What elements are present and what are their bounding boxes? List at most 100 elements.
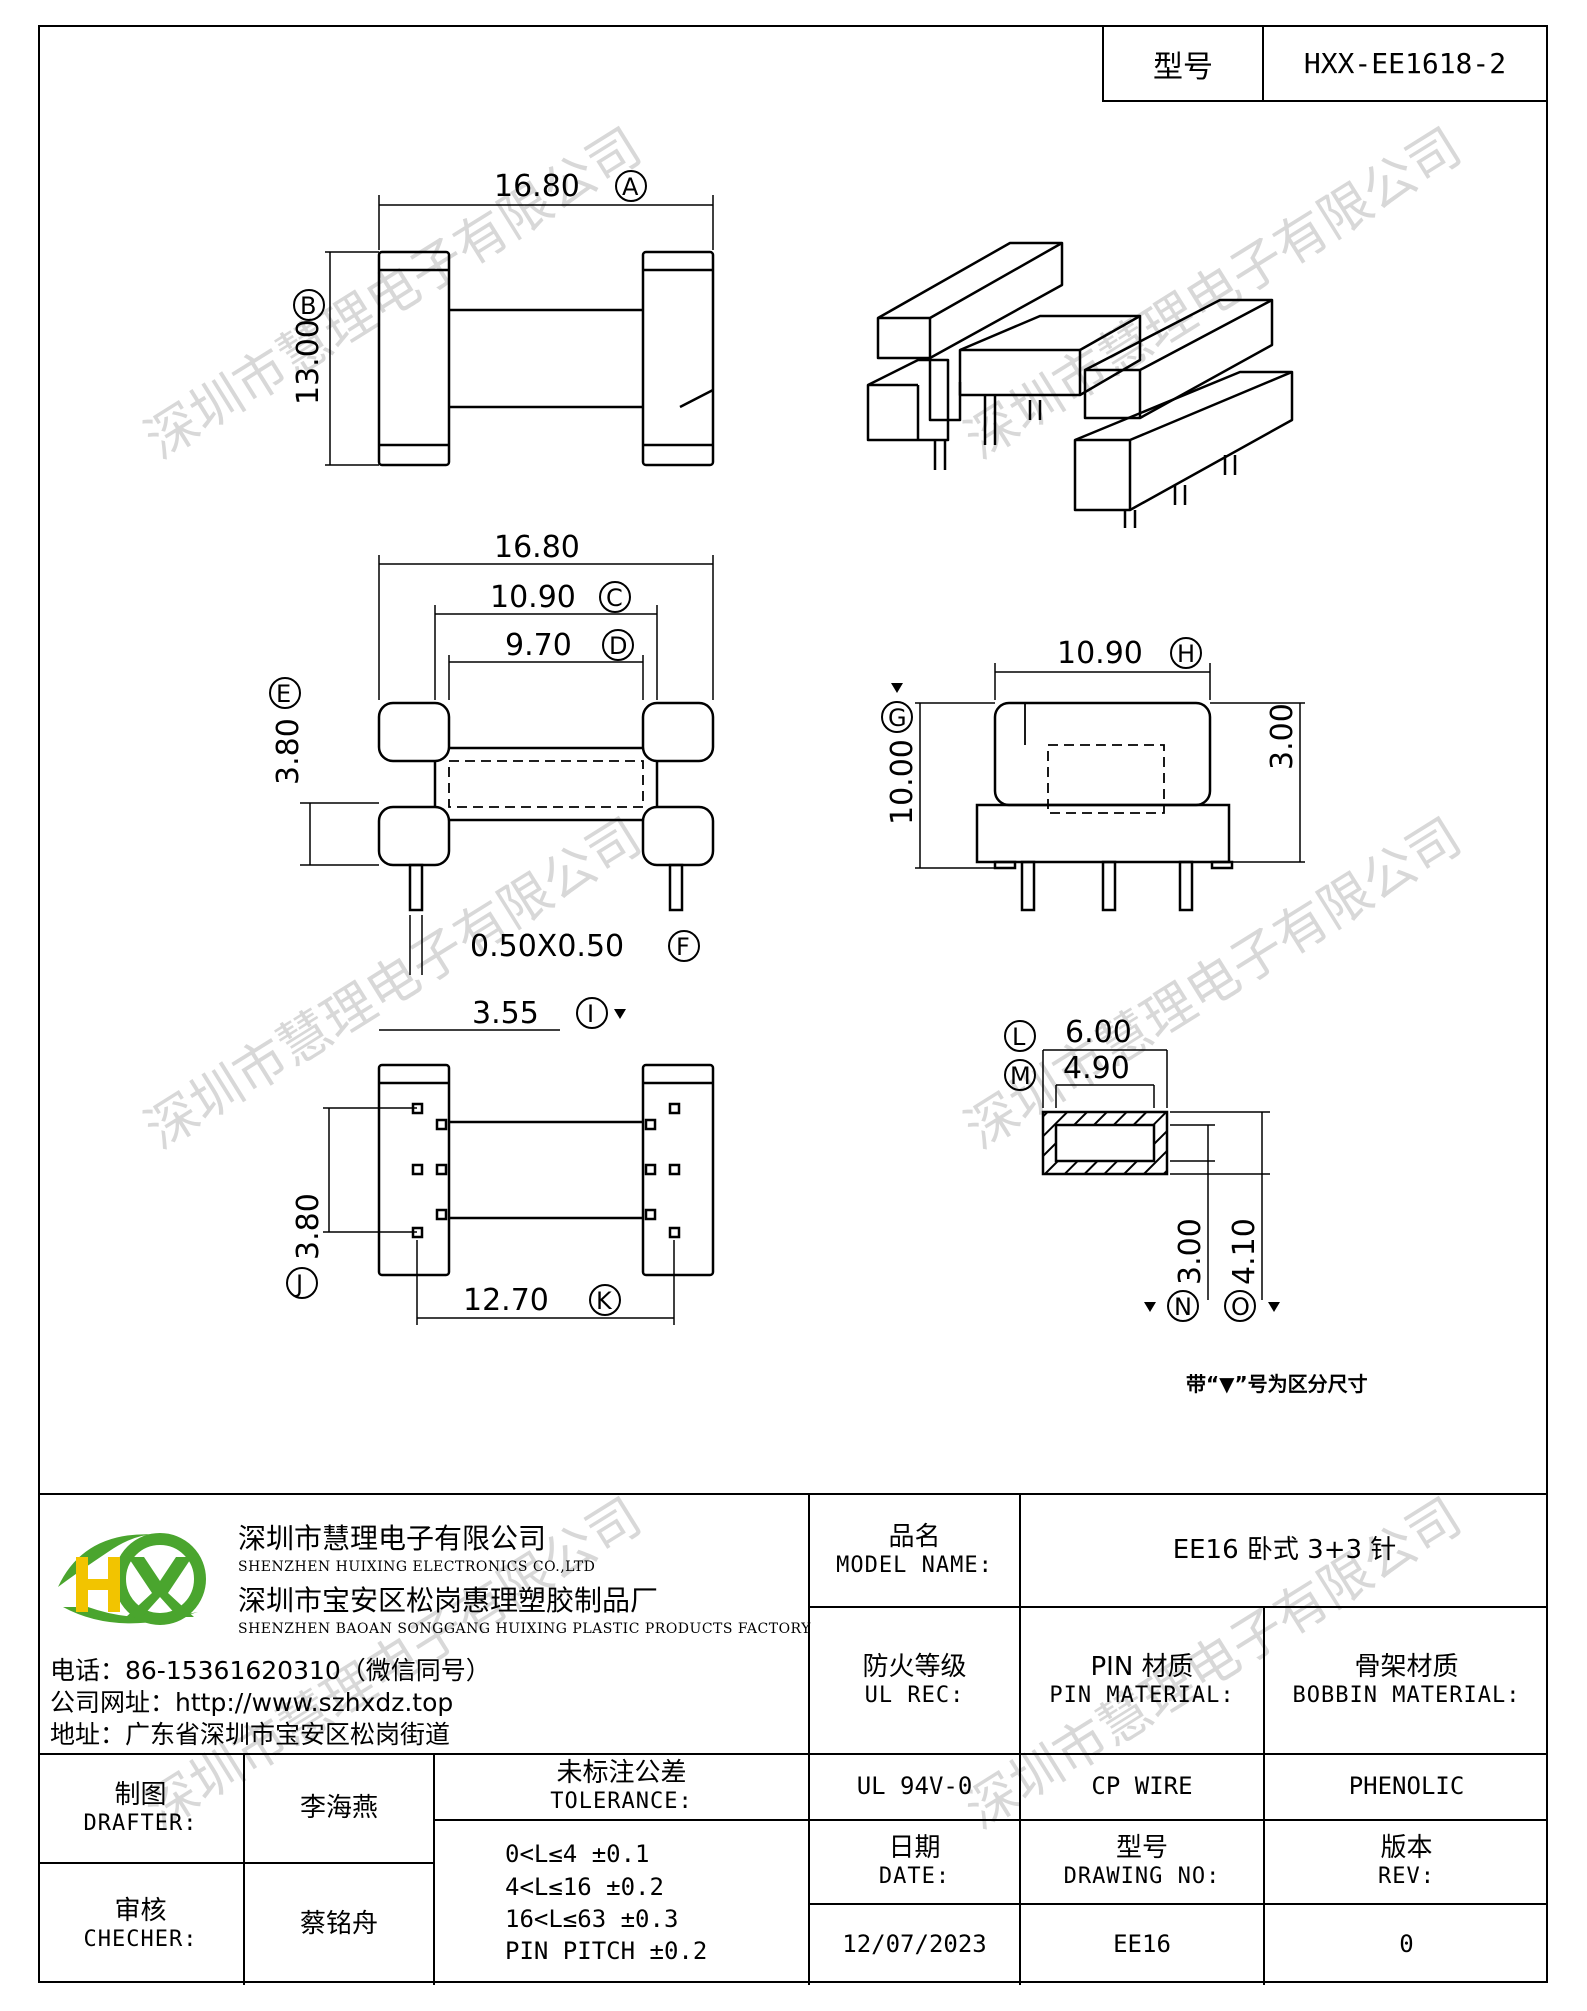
date-label: 日期 DATE: <box>808 1819 1019 1903</box>
dim-F-tag: F <box>676 933 690 961</box>
model-name-value-text: EE16 卧式 3+3 针 <box>1172 1534 1397 1565</box>
top-view-left-flange <box>377 250 451 467</box>
date-value: 12/07/2023 <box>808 1903 1019 1985</box>
dim-L-value: 6.00 <box>1065 1015 1132 1050</box>
title-block: 深圳市慧理电子有限公司 SHENZHEN HUIXING ELECTRONICS… <box>38 1493 1548 1985</box>
dim-K-value: 12.70 <box>463 1283 549 1318</box>
front-view <box>300 555 715 975</box>
dim-C-value: 10.90 <box>490 580 576 615</box>
dim-O-value: 4.10 <box>1227 1218 1262 1285</box>
top-view <box>325 195 715 467</box>
company-name-zh: 深圳市慧理电子有限公司 <box>238 1522 547 1555</box>
distinguish-note: 带“▼”号为区分尺寸 <box>1186 1372 1368 1396</box>
dim-B-tag: B <box>300 292 316 320</box>
dim-D-tag: D <box>609 632 627 660</box>
tolerance-item: 4<L≤16 ±0.2 <box>505 1872 664 1901</box>
drafter-value: 李海燕 <box>243 1753 433 1862</box>
top-view-right-flange <box>641 250 715 467</box>
rev-label-zh: 版本 <box>1380 1833 1433 1864</box>
dim-J-tag: J <box>294 1270 303 1298</box>
company-info: 深圳市慧理电子有限公司 SHENZHEN HUIXING ELECTRONICS… <box>38 1495 810 1753</box>
date-label-en: DATE: <box>878 1864 951 1890</box>
dim-A-value: 16.80 <box>494 169 580 204</box>
tolerance-item: 16<L≤63 ±0.3 <box>505 1905 679 1933</box>
dim-side-height: 3.00 <box>1265 703 1300 770</box>
dim-A-tag: A <box>622 173 639 201</box>
dim-F-value: 0.50X0.50 <box>470 929 624 964</box>
dim-D-value: 9.70 <box>505 628 572 663</box>
company-name-en: SHENZHEN HUIXING ELECTRONICS CO.,LTD <box>238 1559 596 1575</box>
pin-material-value: CP WIRE <box>1019 1753 1263 1819</box>
bobbin-material-label: 骨架材质 BOBBIN MATERIAL: <box>1263 1606 1548 1753</box>
tolerance-label-zh: 未标注公差 <box>556 1758 687 1789</box>
bobbin-label-en: BOBBIN MATERIAL: <box>1292 1682 1521 1708</box>
model-name-value: EE16 卧式 3+3 针 <box>1019 1495 1548 1606</box>
checker-name: 蔡铭舟 <box>299 1908 378 1939</box>
ul-rec-label: 防火等级 UL REC: <box>808 1606 1019 1753</box>
company-phone: 电话：86-15361620310（微信同号） <box>50 1656 491 1685</box>
pin-label-en: PIN MATERIAL: <box>1049 1682 1235 1708</box>
cross-section-view <box>1041 1049 1270 1300</box>
drafter-label: 制图 DRAFTER: <box>38 1753 243 1862</box>
dim-J-value: 3.80 <box>291 1193 326 1260</box>
bobbin-material-value: PHENOLIC <box>1263 1753 1548 1819</box>
dim-B-value: 13.00 <box>291 319 326 405</box>
bottom-view <box>323 1029 715 1325</box>
dim-M-value: 4.90 <box>1063 1051 1130 1086</box>
model-value: HXX-EE1618-2 <box>1303 47 1507 80</box>
ul-rec-value: UL 94V-0 <box>808 1753 1019 1819</box>
checker-value: 蔡铭舟 <box>243 1862 433 1985</box>
drawing-no-label-zh: 型号 <box>1115 1833 1168 1864</box>
rev-value-text: 0 <box>1399 1930 1414 1959</box>
model-name-label-zh: 品名 <box>888 1521 941 1552</box>
dim-E-tag: E <box>276 680 291 708</box>
i-triangle-icon <box>614 1009 626 1019</box>
tolerance-label-en: TOLERANCE: <box>550 1789 693 1815</box>
tolerance-item: PIN PITCH ±0.2 <box>505 1937 708 1966</box>
company-address: 地址：广东省深圳市宝安区松岗街道 <box>50 1720 451 1749</box>
model-name-label: 品名 MODEL NAME: <box>808 1495 1019 1606</box>
dim-I-value: 3.55 <box>472 996 539 1031</box>
rev-label: 版本 REV: <box>1263 1819 1548 1903</box>
dim-N-value: 3.00 <box>1173 1218 1208 1285</box>
drafter-label-en: DRAFTER: <box>83 1810 198 1836</box>
dim-N-tag: N <box>1174 1293 1192 1321</box>
ul-value-text: UL 94V-0 <box>856 1772 973 1801</box>
checker-label: 审核 CHECHER: <box>38 1862 243 1985</box>
g-triangle-icon <box>891 683 903 693</box>
drawing-no-label: 型号 DRAWING NO: <box>1019 1819 1263 1903</box>
drafter-name: 李海燕 <box>299 1792 378 1823</box>
dim-H-tag: H <box>1177 640 1195 668</box>
bobbin-label-zh: 骨架材质 <box>1354 1651 1459 1682</box>
dim-G-value: 10.00 <box>885 739 920 825</box>
o-triangle-icon <box>1268 1302 1280 1312</box>
dim-K-tag: K <box>596 1287 613 1315</box>
tolerance-list: 0<L≤4 ±0.1 4<L≤16 ±0.2 16<L≤63 ±0.3 PIN … <box>433 1819 808 1985</box>
date-value-text: 12/07/2023 <box>842 1930 987 1959</box>
pin-label-zh: PIN 材质 <box>1090 1651 1194 1682</box>
dim-H-value: 10.90 <box>1057 636 1143 671</box>
dim-O-tag: O <box>1231 1293 1250 1321</box>
company-website[interactable]: 公司网址：http://www.szhxdz.top <box>50 1688 454 1717</box>
company-logo <box>58 1533 206 1625</box>
dim-C-tag: C <box>606 584 623 612</box>
n-triangle-icon <box>1144 1302 1156 1312</box>
checker-label-zh: 审核 <box>114 1895 167 1926</box>
ul-label-zh: 防火等级 <box>862 1651 967 1682</box>
dim-G-tag: G <box>888 704 907 732</box>
isometric-view <box>866 241 1294 528</box>
pin-value-text: CP WIRE <box>1091 1772 1193 1801</box>
pin-material-label: PIN 材质 PIN MATERIAL: <box>1019 1606 1263 1753</box>
rev-value: 0 <box>1263 1903 1548 1985</box>
drafter-label-zh: 制图 <box>114 1779 167 1810</box>
model-label: 型号 <box>1104 27 1264 100</box>
drawing-no-value-text: EE16 <box>1113 1930 1171 1959</box>
model-name-label-en: MODEL NAME: <box>836 1552 993 1578</box>
drawing-no-value: EE16 <box>1019 1903 1263 1985</box>
side-view <box>915 663 1305 912</box>
date-label-zh: 日期 <box>888 1833 941 1864</box>
dim-I-tag: I <box>587 1000 594 1028</box>
dim-E-value: 3.80 <box>271 718 306 785</box>
dim-front-width: 16.80 <box>494 530 580 565</box>
